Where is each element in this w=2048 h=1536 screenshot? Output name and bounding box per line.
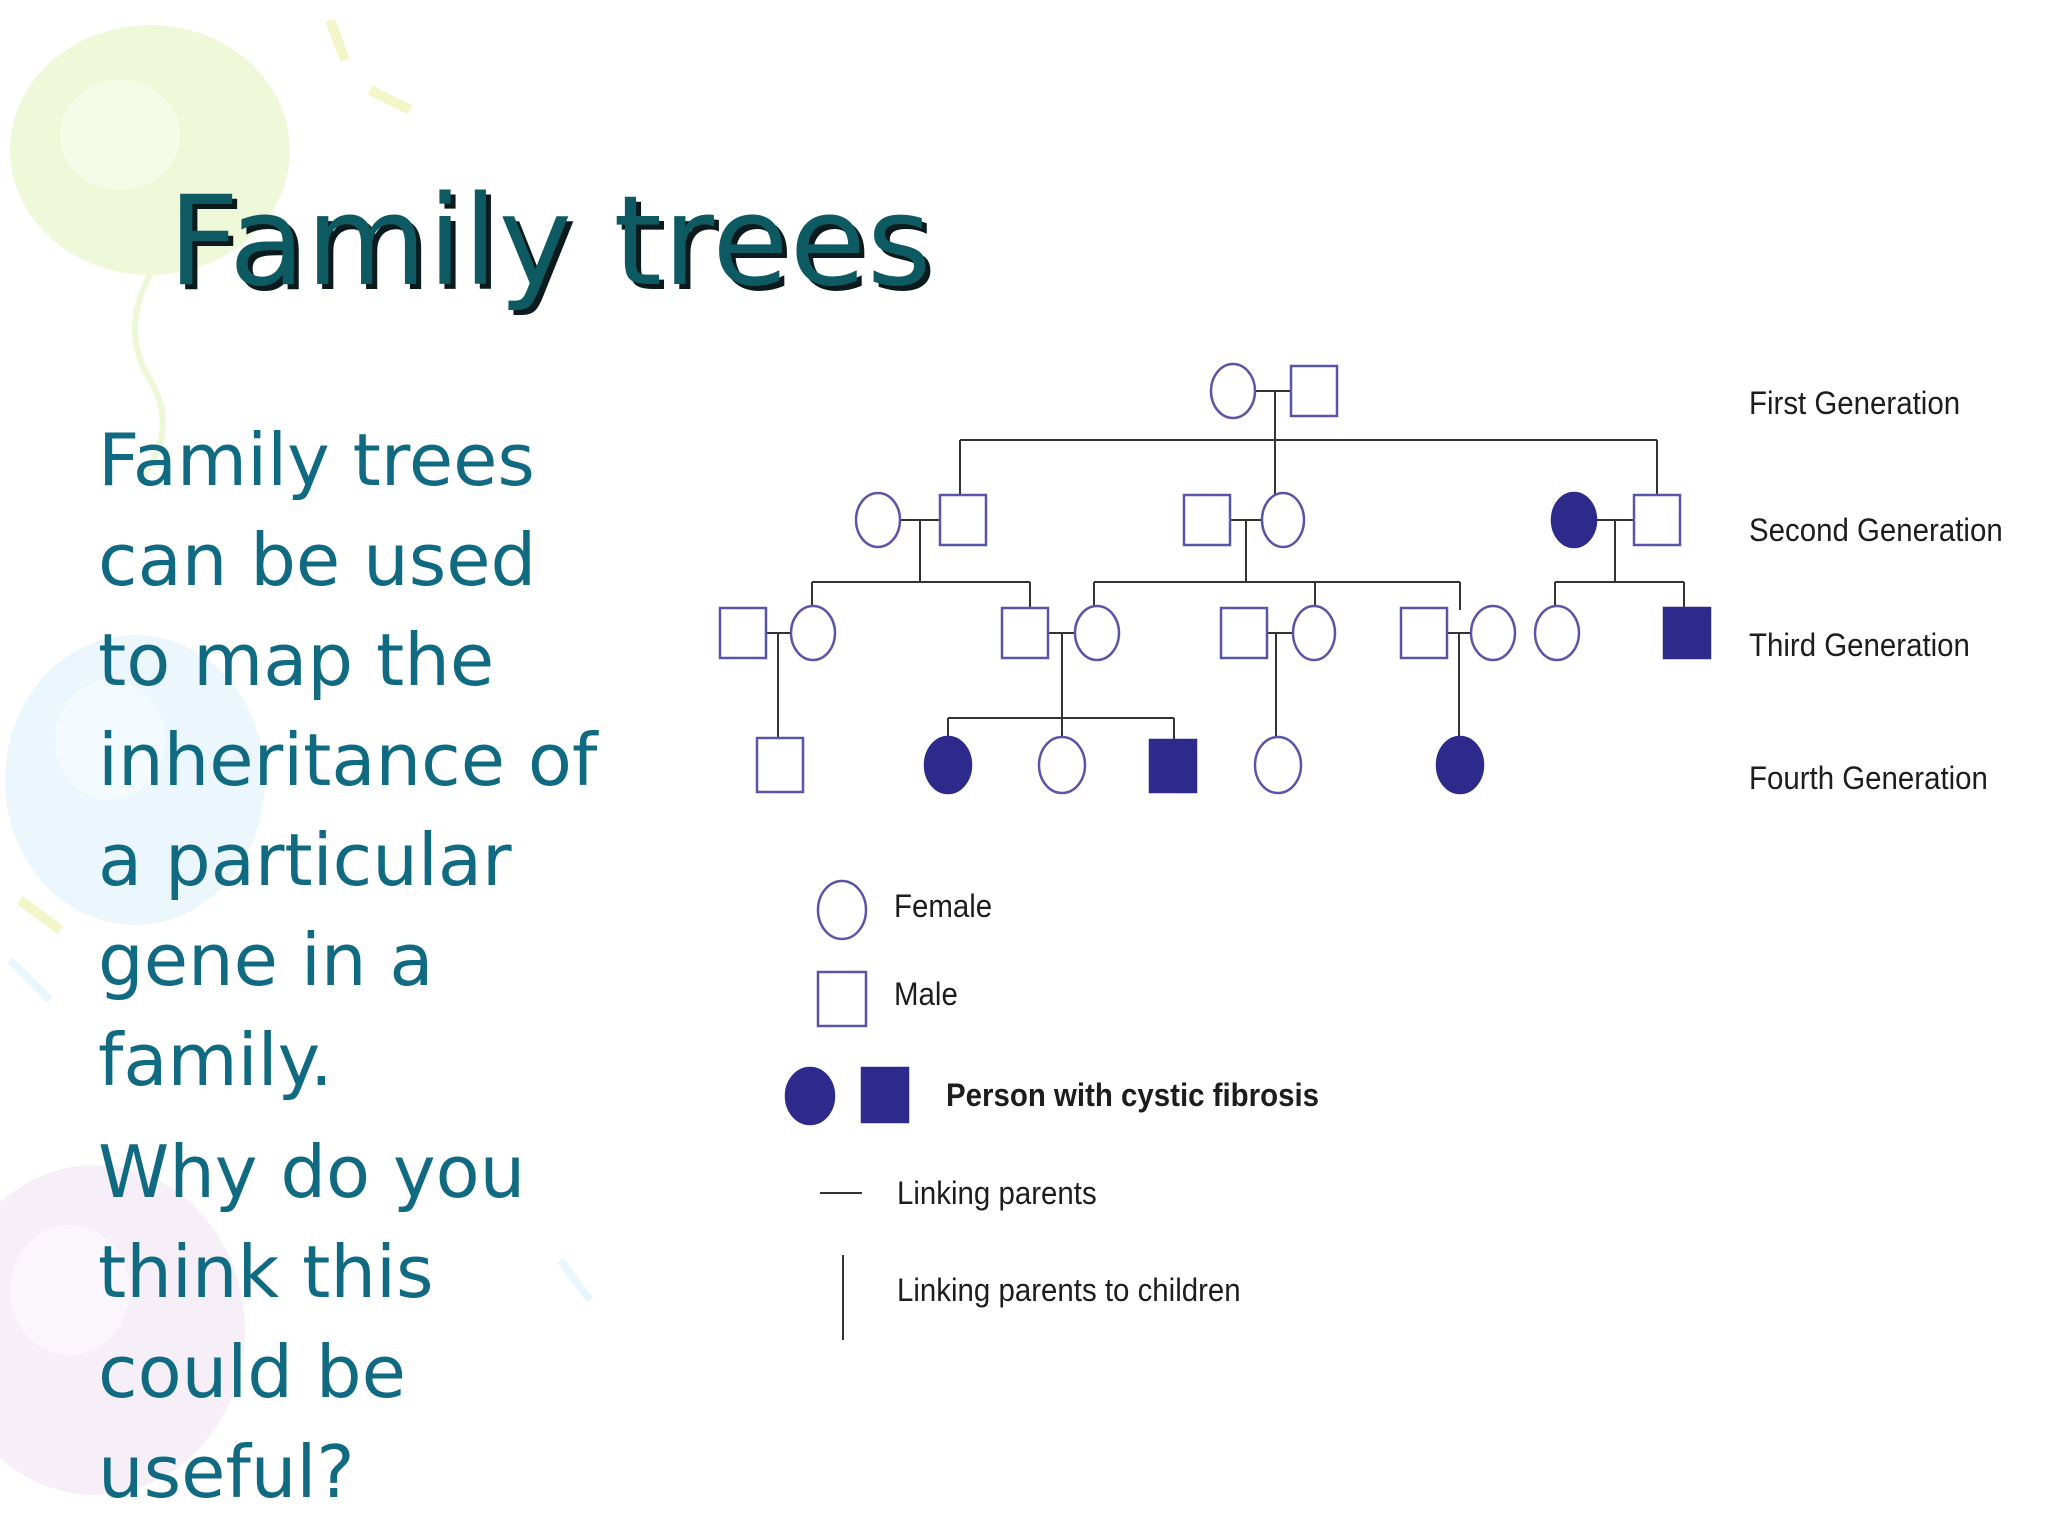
generation-label: Third Generation xyxy=(1749,627,1970,663)
generation-label: Fourth Generation xyxy=(1749,760,1988,796)
affected-male-symbol xyxy=(1662,606,1712,660)
slide-title: Family trees xyxy=(168,170,933,314)
legend-affected-male-icon xyxy=(860,1066,910,1124)
legend-linking-children-label: Linking parents to children xyxy=(897,1272,1241,1308)
legend-female-icon xyxy=(816,879,868,941)
female-symbol xyxy=(1209,362,1257,420)
male-symbol xyxy=(1182,493,1232,547)
female-symbol xyxy=(1253,735,1303,795)
affected-female-symbol xyxy=(923,735,973,795)
female-symbol xyxy=(1260,491,1306,549)
body-paragraph: Why do you think this could be useful? xyxy=(98,1130,526,1514)
male-symbol xyxy=(1399,606,1449,660)
affected-female-symbol xyxy=(1435,735,1485,795)
body-text: Family trees can be used to map the inhe… xyxy=(98,410,618,1534)
generation-label: Second Generation xyxy=(1749,512,2003,548)
male-symbol xyxy=(938,493,988,547)
female-symbol xyxy=(1291,604,1337,662)
male-symbol xyxy=(1289,364,1339,418)
female-symbol xyxy=(1469,604,1517,662)
generation-label: First Generation xyxy=(1749,385,1961,421)
affected-female-symbol xyxy=(1550,491,1598,549)
legend-affected-female-icon xyxy=(784,1066,836,1126)
female-symbol xyxy=(854,491,902,549)
male-symbol xyxy=(1219,606,1269,660)
affected-male-symbol xyxy=(1148,738,1198,794)
male-symbol xyxy=(755,736,805,794)
female-symbol xyxy=(1037,735,1087,795)
male-symbol xyxy=(1632,493,1682,547)
connector-lines xyxy=(766,390,1685,1340)
legend-affected-label: Person with cystic fibrosis xyxy=(946,1077,1320,1113)
female-symbol xyxy=(789,604,837,662)
male-symbol xyxy=(718,606,768,660)
legend-male-label: Male xyxy=(894,976,958,1012)
legend-linking-parents-label: Linking parents xyxy=(897,1175,1097,1211)
body-paragraph: Family trees can be used to map the inhe… xyxy=(98,418,598,1102)
legend-female-label: Female xyxy=(894,888,993,924)
male-symbol xyxy=(1000,606,1050,660)
balloon-background-icon xyxy=(0,18,594,1495)
legend-male-icon xyxy=(816,970,868,1028)
female-symbol xyxy=(1073,604,1121,662)
pedigree-symbols xyxy=(718,362,1712,1126)
female-symbol xyxy=(1533,604,1581,662)
